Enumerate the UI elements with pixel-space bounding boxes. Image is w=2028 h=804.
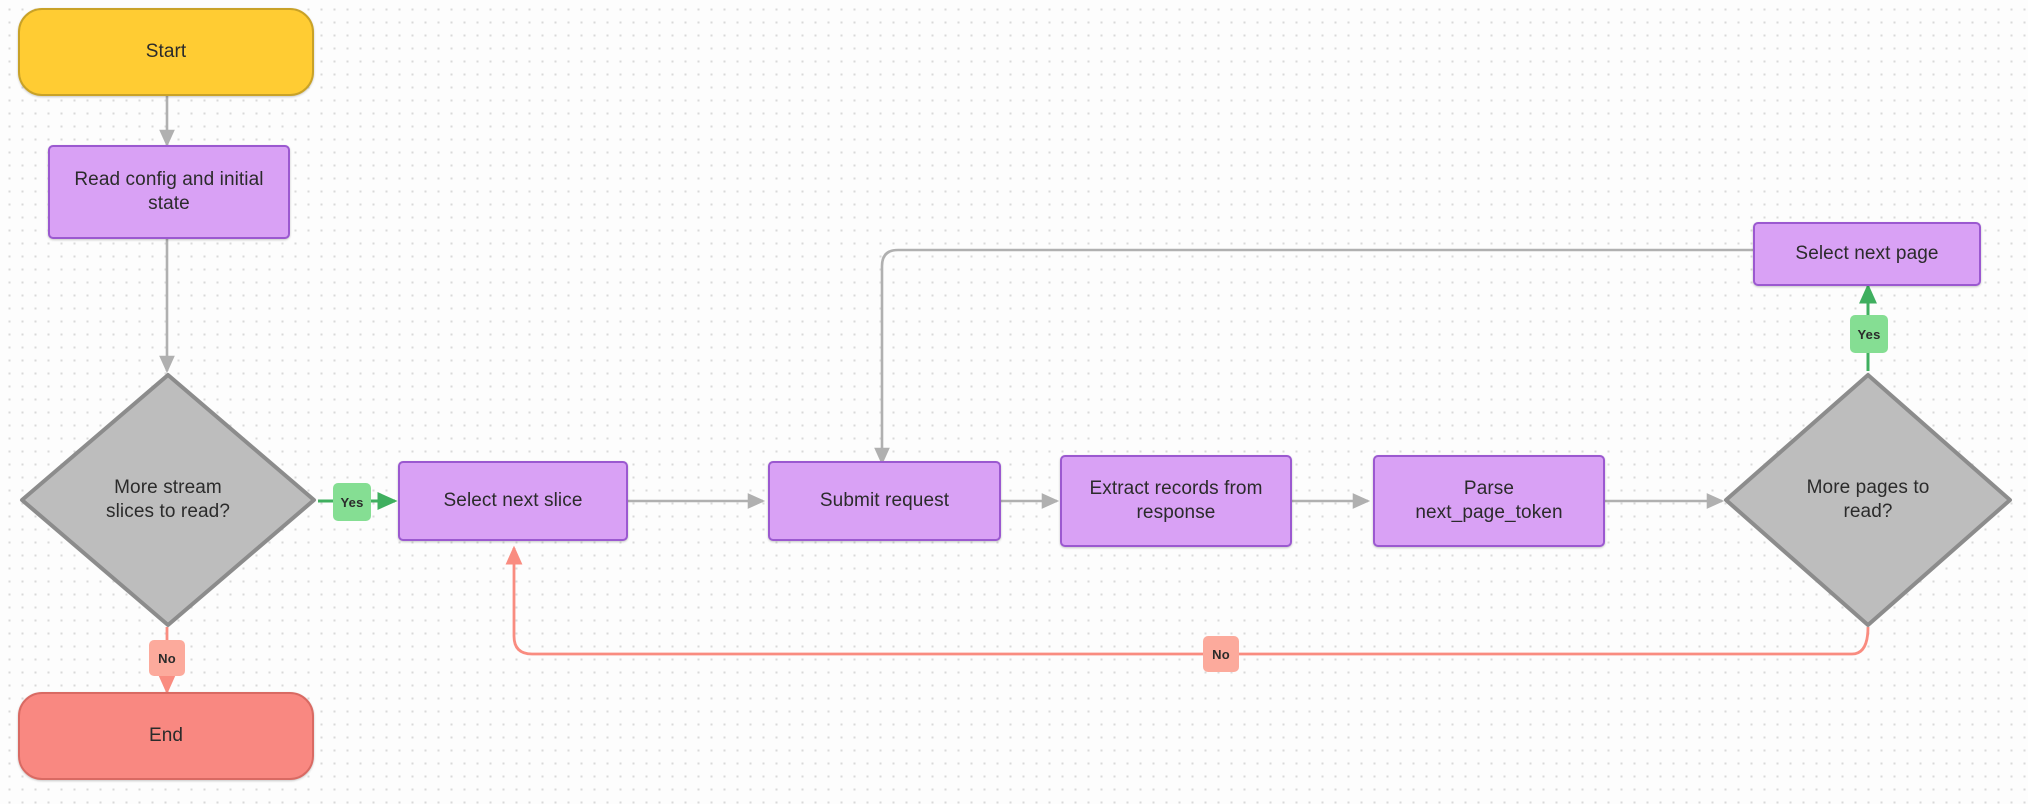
node-extract-records[interactable]: Extract records from response xyxy=(1060,455,1292,547)
node-submit-request-label: Submit request xyxy=(819,490,950,512)
edge-more-pages-no-to-next-slice xyxy=(505,545,1870,656)
diamond-shape-more-slices xyxy=(20,373,316,627)
node-parse-next-page-token-label: Parse next_page_token xyxy=(1415,478,1563,523)
edge-label-more-pages-no: No xyxy=(1203,636,1239,672)
node-end-label: End xyxy=(148,725,184,747)
node-start-label: Start xyxy=(145,41,187,63)
node-more-stream-slices-label: More stream slices to read? xyxy=(105,477,230,522)
node-parse-next-page-token[interactable]: Parse next_page_token xyxy=(1373,455,1605,547)
edge-next-page-to-submit xyxy=(874,248,1753,466)
edge-label-more-slices-yes: Yes xyxy=(333,483,371,521)
node-read-config-label: Read config and initial state xyxy=(74,169,264,214)
node-read-config[interactable]: Read config and initial state xyxy=(48,145,290,239)
node-submit-request[interactable]: Submit request xyxy=(768,461,1001,541)
node-select-next-slice-label: Select next slice xyxy=(443,490,583,512)
node-more-stream-slices[interactable]: More stream slices to read? xyxy=(18,371,318,629)
node-select-next-page-label: Select next page xyxy=(1795,243,1939,265)
node-select-next-slice[interactable]: Select next slice xyxy=(398,461,628,541)
node-select-next-page[interactable]: Select next page xyxy=(1753,222,1981,286)
node-more-pages-to-read-label: More pages to read? xyxy=(1806,477,1930,522)
node-extract-records-label: Extract records from response xyxy=(1089,478,1263,523)
node-end[interactable]: End xyxy=(18,692,314,780)
node-more-pages-to-read[interactable]: More pages to read? xyxy=(1722,371,2014,629)
edge-label-more-pages-yes: Yes xyxy=(1850,315,1888,353)
edge-label-more-slices-no: No xyxy=(149,640,185,676)
node-start[interactable]: Start xyxy=(18,8,314,96)
